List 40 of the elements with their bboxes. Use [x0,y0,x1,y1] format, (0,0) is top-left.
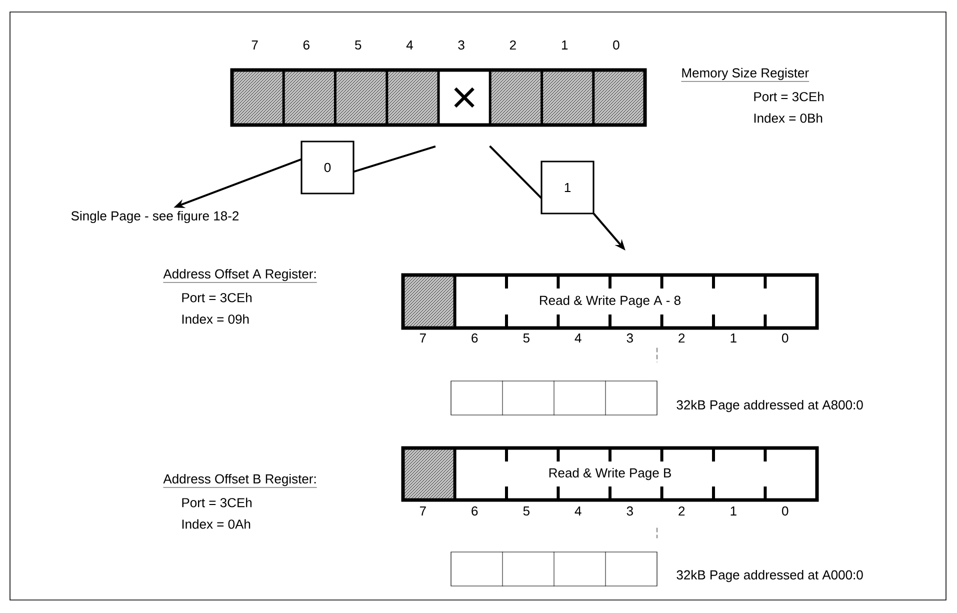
page-caption: 32kB Page addressed at A000:0 [676,570,863,582]
register-setting: Index = 09h [182,314,249,324]
register-heading: Address Offset B Register: [163,474,318,488]
value-box: 1 [540,160,594,214]
bit-number: 6 [472,506,478,516]
register-bar: Read & Write Page A - 8 [401,273,819,330]
bit-number: 5 [523,333,530,343]
register-setting: Port = 3CEh [182,498,252,508]
page-box [450,380,658,416]
register-heading: Address Offset A Register: [163,268,318,283]
bit-number: 2 [510,40,516,50]
register-setting: Port = 3CEh [182,292,252,302]
register-bar [230,68,647,127]
bit-number: 1 [562,40,568,50]
bit-number: 0 [613,40,620,50]
note-text: Single Page - see figure 18-2 [71,210,238,224]
value-box: 0 [300,140,354,194]
bit-number: 3 [626,333,633,343]
bit-number: 4 [574,334,582,342]
register-bar [540,68,645,126]
bit-number: 3 [626,506,633,516]
bit-number: 5 [355,40,362,50]
register-bar [488,68,594,126]
register-bar [282,68,387,126]
register-setting: Index = 0Ah [182,519,250,529]
bit-number: 4 [406,40,413,50]
bit-number: 3 [458,40,464,50]
register-setting: Index = 0Bh [754,113,822,123]
register-setting: Port = 3CEh [754,92,824,102]
page-box [450,552,658,586]
bit-number: 6 [472,333,478,343]
register-bar [334,68,438,126]
bit-number: 6 [303,40,310,50]
bit-number: 4 [574,506,582,516]
register-heading: Memory Size Register [681,68,810,82]
register-bar [386,68,542,126]
register-bar: Read & Write Page B [401,446,819,502]
page-caption: 32kB Page addressed at A800:0 [676,400,863,412]
bit-number: 7 [252,40,258,50]
bit-number: 5 [523,506,530,516]
